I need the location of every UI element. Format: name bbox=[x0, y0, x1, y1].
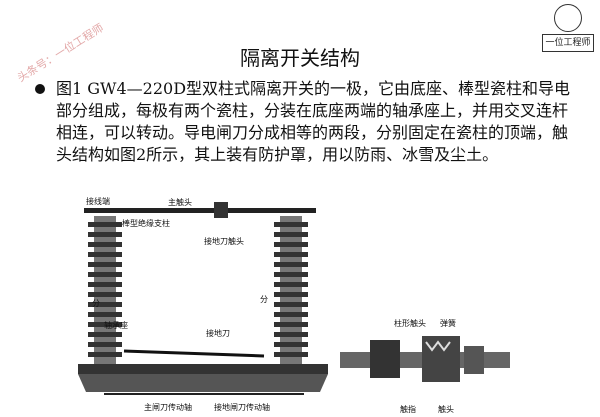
left-insulator bbox=[88, 216, 122, 364]
base-frame bbox=[78, 364, 328, 374]
label-spring: 弹簧 bbox=[440, 318, 456, 328]
label-insulator: 棒型绝缘支柱 bbox=[122, 218, 170, 228]
main-contact-block bbox=[214, 202, 228, 218]
slide-title: 隔离开关结构 bbox=[240, 46, 360, 70]
label-finger-contact: 柱形触头 bbox=[394, 318, 426, 328]
body-paragraph: 图1 GW4—220D型双柱式隔离开关的一极，它由底座、棒型瓷柱和导电部分组成，… bbox=[56, 79, 571, 164]
conductor-bar bbox=[84, 208, 316, 213]
label-ground-knife: 接地刀 bbox=[206, 328, 230, 338]
label-split-left: 分 bbox=[92, 299, 100, 308]
spring-icon bbox=[425, 340, 451, 352]
label-contact-finger: 触指 bbox=[400, 404, 416, 414]
base-plate bbox=[78, 374, 328, 392]
label-ground-drive: 接地闸刀传动轴 bbox=[214, 402, 270, 412]
bullet-icon bbox=[35, 84, 45, 94]
label-main-contact: 主触头 bbox=[168, 197, 192, 207]
label-ground-contact: 接地刀触头 bbox=[204, 236, 244, 246]
finger-contact-block bbox=[370, 340, 400, 378]
label-bearing: 轴承座 bbox=[104, 320, 128, 330]
figure-contact-structure: 柱形触头 弹簧 触指 触头 bbox=[340, 318, 510, 414]
brand-logo: 一位工程师 bbox=[542, 4, 594, 56]
label-terminal: 接线端 bbox=[86, 196, 110, 206]
logo-emblem-icon bbox=[554, 4, 582, 32]
figure-disconnect-switch: 接线端 主触头 棒型绝缘支柱 接地刀触头 分 分 轴承座 接地刀 主闸刀传动轴 … bbox=[78, 196, 328, 412]
ground-knife-bar bbox=[123, 349, 265, 358]
label-split-right: 分 bbox=[260, 295, 268, 304]
label-contact-head: 触头 bbox=[438, 404, 454, 414]
logo-label: 一位工程师 bbox=[542, 34, 594, 52]
label-main-drive: 主闸刀传动轴 bbox=[144, 402, 192, 412]
right-insulator bbox=[274, 216, 308, 364]
